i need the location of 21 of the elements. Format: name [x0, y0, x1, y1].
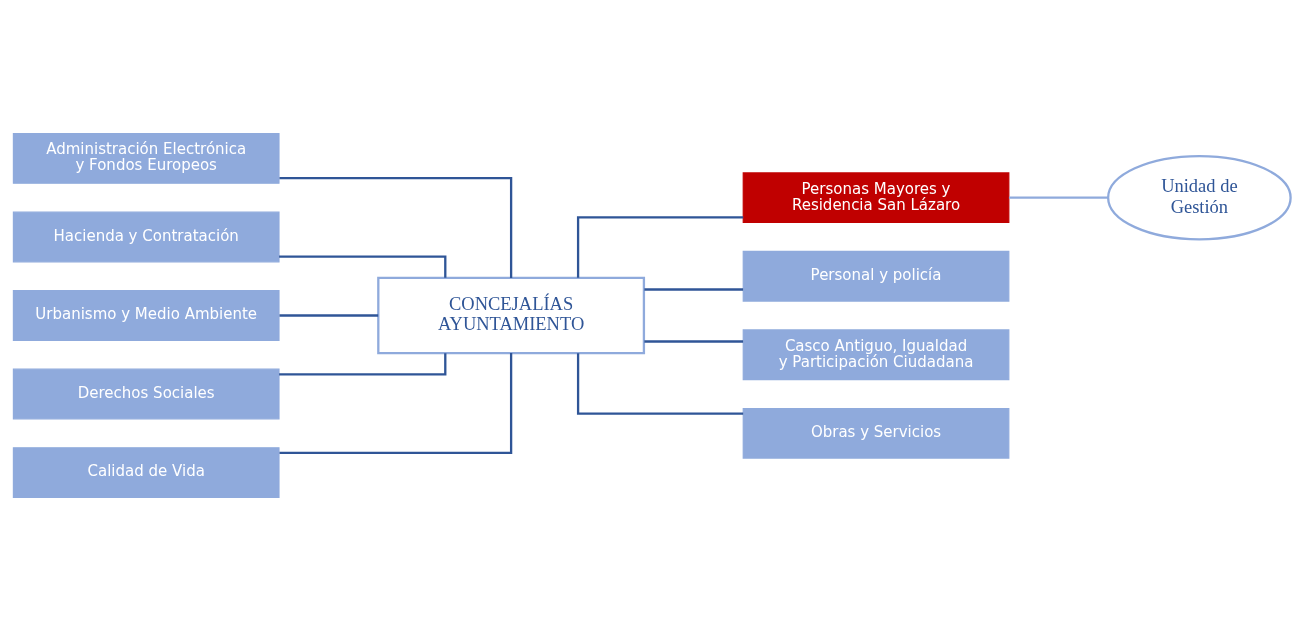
connector: [644, 340, 744, 343]
connector: [279, 314, 379, 317]
connector: [576, 216, 744, 278]
connector: [279, 353, 447, 376]
node-box: Personas Mayores y Residencia San Lázaro: [742, 172, 1010, 224]
node-box: CONCEJALÍAS AYUNTAMIENTO: [377, 276, 646, 355]
connector: [279, 176, 513, 278]
node-box: Personal y policía: [742, 250, 1010, 302]
connector: [279, 353, 513, 455]
node-box: Calidad de Vida: [12, 447, 280, 498]
node-box: Derechos Sociales: [12, 368, 280, 420]
node-box: Administración Electrónica y Fondos Europeos: [12, 133, 280, 184]
node-box: Obras y Servicios: [742, 407, 1010, 459]
node-ellipse: Unidad de Gestión: [1107, 155, 1292, 241]
connector: [644, 288, 744, 291]
node-box: Urbanismo y Medio Ambiente: [12, 290, 280, 341]
node-box: Hacienda y Contratación: [12, 211, 280, 263]
node-box: Casco Antiguo, Igualdad y Participación Ciudadana: [742, 329, 1010, 381]
connector: [576, 353, 744, 415]
connector: [1008, 196, 1108, 199]
connector: [279, 255, 447, 278]
